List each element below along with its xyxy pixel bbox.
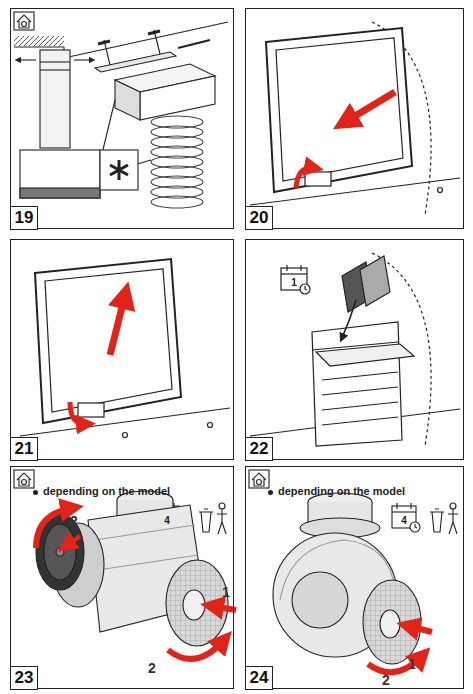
step-number: 20 (245, 206, 274, 230)
blower-drawing (36, 491, 236, 659)
model-note: depending on the model (278, 485, 405, 497)
callout-number: 1 (408, 656, 416, 672)
step-number: 24 (245, 666, 274, 690)
step-panel: 19 (10, 8, 234, 229)
bullet-dot (33, 490, 38, 495)
calendar-digit: 4 (401, 515, 407, 526)
dishwasher-drawing (281, 256, 414, 446)
bullet-dot (268, 490, 273, 495)
step-panel: 20 (245, 8, 464, 229)
step-panel: 22 (245, 239, 464, 460)
calendar-digit: 4 (164, 515, 170, 526)
installation-drawing (14, 22, 228, 208)
callout-number: 2 (70, 513, 78, 529)
model-note: depending on the model (43, 485, 170, 497)
step-panel: depending on the model24 (245, 466, 464, 689)
step-number: 21 (10, 437, 39, 461)
step-number: 22 (245, 437, 274, 461)
filter-removal-drawing (250, 22, 460, 215)
step-number: 23 (10, 666, 39, 690)
step-number: 19 (10, 206, 39, 230)
house-icon (14, 12, 269, 488)
filter-refit-drawing (20, 253, 460, 446)
blower-drawing (273, 493, 432, 672)
step-panel: 21 (10, 239, 234, 460)
calendar-digit: 1 (291, 277, 297, 288)
callout-number: 2 (148, 660, 156, 676)
callout-number: 1 (222, 584, 230, 600)
step-panel: depending on the model 23 (10, 466, 234, 689)
callout-number: 2 (382, 672, 390, 688)
